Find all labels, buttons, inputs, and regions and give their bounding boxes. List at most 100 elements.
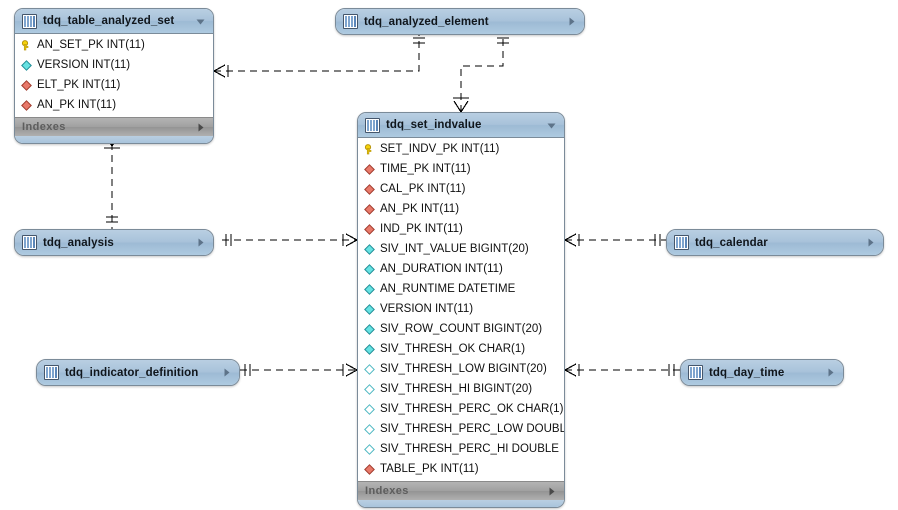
table-tdq_day_time[interactable]: tdq_day_time [680, 359, 844, 386]
column-name: VERSION INT(11) [37, 59, 131, 71]
red-diamond-icon [364, 183, 375, 195]
table-icon [688, 365, 703, 380]
indexes-section-tdq_set_indvalue[interactable]: Indexes [358, 481, 564, 500]
table-header-tdq_calendar[interactable]: tdq_calendar [667, 230, 883, 255]
red-diamond-icon [21, 79, 32, 91]
column-name: TABLE_PK INT(11) [380, 463, 479, 475]
column-list: SET_INDV_PK INT(11) TIME_PK INT(11) CAL_PK… [358, 138, 564, 481]
column-list: AN_SET_PK INT(11) VERSION INT(11) ELT_PK I… [15, 34, 213, 117]
column-name: AN_PK INT(11) [380, 203, 460, 215]
triangle-right-icon[interactable] [864, 237, 876, 248]
red-diamond-icon [21, 99, 32, 111]
column-name: IND_PK INT(11) [380, 223, 463, 235]
key-icon [21, 39, 32, 51]
triangle-right-icon[interactable] [545, 486, 557, 497]
column-name: AN_DURATION INT(11) [380, 263, 503, 275]
triangle-right-icon[interactable] [824, 367, 836, 378]
table-title: tdq_analysis [43, 236, 114, 249]
column-name: CAL_PK INT(11) [380, 183, 466, 195]
red-diamond-icon [364, 223, 375, 235]
column-name: ELT_PK INT(11) [37, 79, 121, 91]
column-name: SIV_THRESH_OK CHAR(1) [380, 343, 526, 355]
relationship-line-analysis-siv[interactable] [222, 233, 358, 247]
table-tdq_calendar[interactable]: tdq_calendar [666, 229, 884, 256]
table-header-tdq_set_indvalue[interactable]: tdq_set_indvalue [358, 113, 564, 138]
relationship-line-siv-analyzed-element[interactable] [453, 32, 509, 113]
table-title: tdq_calendar [695, 236, 768, 249]
column-row[interactable]: SIV_INT_VALUE BIGINT(20) [358, 239, 564, 259]
column-name: VERSION INT(11) [380, 303, 474, 315]
column-row[interactable]: SIV_THRESH_HI BIGINT(20) [358, 379, 564, 399]
relationship-line-siv-calendar[interactable] [564, 233, 666, 247]
column-row[interactable]: SIV_ROW_COUNT BIGINT(20) [358, 319, 564, 339]
table-header-tdq_analysis[interactable]: tdq_analysis [15, 230, 213, 255]
column-row[interactable]: ELT_PK INT(11) [15, 75, 213, 95]
column-row[interactable]: CAL_PK INT(11) [358, 179, 564, 199]
cyan-diamond-icon [364, 343, 375, 355]
column-row[interactable]: VERSION INT(11) [358, 299, 564, 319]
column-row[interactable]: AN_PK INT(11) [15, 95, 213, 115]
table-title: tdq_day_time [709, 366, 785, 379]
table-tdq_indicator_definition[interactable]: tdq_indicator_definition [36, 359, 240, 386]
column-name: SIV_THRESH_LOW BIGINT(20) [380, 363, 547, 375]
triangle-right-icon[interactable] [194, 237, 206, 248]
red-diamond-icon [364, 463, 375, 475]
table-tdq_analyzed_element[interactable]: tdq_analyzed_element [335, 8, 585, 35]
column-name: AN_PK INT(11) [37, 99, 117, 111]
key-icon [364, 143, 375, 155]
table-footer-strip [15, 136, 213, 143]
relationship-line-tas-analyzed-element[interactable] [213, 32, 425, 78]
relationship-line-inddef-siv[interactable] [240, 363, 358, 377]
table-icon [44, 365, 59, 380]
column-name: SIV_THRESH_PERC_HI DOUBLE [380, 443, 559, 455]
cyan-diamond-icon [364, 303, 375, 315]
column-row[interactable]: AN_DURATION INT(11) [358, 259, 564, 279]
column-row[interactable]: SET_INDV_PK INT(11) [358, 139, 564, 159]
red-diamond-icon [364, 163, 375, 175]
table-icon [22, 13, 37, 29]
table-icon [343, 14, 358, 29]
table-header-tdq_day_time[interactable]: tdq_day_time [681, 360, 843, 385]
triangle-down-icon[interactable] [194, 16, 206, 27]
relationship-line-siv-daytime[interactable] [564, 363, 680, 377]
column-row[interactable]: AN_PK INT(11) [358, 199, 564, 219]
column-row[interactable]: AN_RUNTIME DATETIME [358, 279, 564, 299]
table-title: tdq_analyzed_element [364, 15, 489, 28]
triangle-right-icon[interactable] [220, 367, 232, 378]
cyan-diamond-icon [364, 323, 375, 335]
indexes-label: Indexes [365, 485, 409, 497]
red-diamond-icon [364, 203, 375, 215]
hollow-diamond-icon [364, 443, 375, 455]
triangle-down-icon[interactable] [545, 120, 557, 131]
column-row[interactable]: SIV_THRESH_OK CHAR(1) [358, 339, 564, 359]
table-title: tdq_set_indvalue [386, 119, 482, 131]
table-title: tdq_indicator_definition [65, 366, 199, 379]
column-row[interactable]: SIV_THRESH_PERC_OK CHAR(1) [358, 399, 564, 419]
triangle-right-icon[interactable] [194, 122, 206, 133]
column-name: AN_SET_PK INT(11) [37, 39, 145, 51]
table-title: tdq_table_analyzed_set [43, 15, 175, 27]
table-tdq_analysis[interactable]: tdq_analysis [14, 229, 214, 256]
cyan-diamond-icon [364, 263, 375, 275]
column-row[interactable]: VERSION INT(11) [15, 55, 213, 75]
column-row[interactable]: SIV_THRESH_PERC_HI DOUBLE [358, 439, 564, 459]
column-row[interactable]: TABLE_PK INT(11) [358, 459, 564, 479]
column-name: SET_INDV_PK INT(11) [380, 143, 500, 155]
column-name: SIV_ROW_COUNT BIGINT(20) [380, 323, 543, 335]
column-row[interactable]: IND_PK INT(11) [358, 219, 564, 239]
column-row[interactable]: TIME_PK INT(11) [358, 159, 564, 179]
indexes-section-tdq_table_analyzed_set[interactable]: Indexes [15, 117, 213, 136]
triangle-right-icon[interactable] [565, 16, 577, 27]
table-header-tdq_indicator_definition[interactable]: tdq_indicator_definition [37, 360, 239, 385]
column-row[interactable]: SIV_THRESH_PERC_LOW DOUBLE [358, 419, 564, 439]
column-row[interactable]: SIV_THRESH_LOW BIGINT(20) [358, 359, 564, 379]
table-icon [365, 117, 380, 133]
table-header-tdq_analyzed_element[interactable]: tdq_analyzed_element [336, 9, 584, 34]
column-row[interactable]: AN_SET_PK INT(11) [15, 35, 213, 55]
relationship-line-tas-analysis[interactable] [104, 131, 120, 229]
cyan-diamond-icon [21, 59, 32, 71]
table-header-tdq_table_analyzed_set[interactable]: tdq_table_analyzed_set [15, 9, 213, 34]
